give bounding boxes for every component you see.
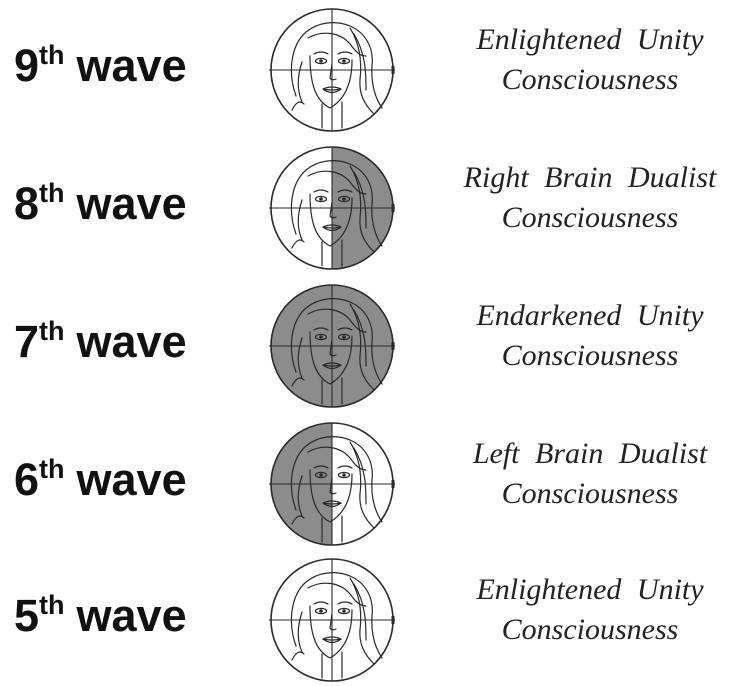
hair-outline [290,572,383,659]
eye [337,57,351,65]
hair-fringe [307,32,367,57]
hair-strand [349,303,375,391]
hair-outline [290,298,383,385]
hair-strand [353,33,367,91]
consciousness-description: Enlightened Unity Consciousness [476,573,704,646]
consciousness-description: Enlightened Unity Consciousness [476,23,704,96]
eyebrow [337,189,353,193]
hair-outline [290,436,383,523]
face-outline [309,331,353,385]
face-circle-icon [269,284,395,408]
pupil [319,59,323,63]
hair-strand [353,583,367,641]
eyebrow [313,327,329,331]
pupil [319,197,323,201]
hair-outline [290,22,383,109]
outer-circle [270,558,394,682]
hair-strand [297,611,303,653]
hair-curl [291,515,305,525]
hair-fringe [307,308,367,333]
hair-fringe [307,446,367,471]
outer-circle [270,8,394,132]
hair-strand [349,577,375,665]
pupil [319,609,323,613]
eyebrow [313,51,329,55]
face-circle-icon [269,146,395,270]
pupil [342,197,346,201]
eye [314,195,328,203]
face-outline [309,193,353,247]
eye [337,195,351,203]
consciousness-description: Endarkened Unity Consciousness [476,299,704,372]
pupil [342,335,346,339]
eyebrow [313,189,329,193]
pupil [342,609,346,613]
eyebrow [313,465,329,469]
hair-fringe [307,170,367,195]
face-outline [309,55,353,109]
outer-circle [270,422,394,546]
hair-strand [353,309,367,367]
pupil [342,473,346,477]
hair-outline [290,160,383,247]
eye [337,607,351,615]
hair-strand [297,337,303,379]
eyebrow [337,601,353,605]
eye [314,57,328,65]
eyebrow [337,327,353,331]
eye [314,471,328,479]
hair-strand [297,61,303,103]
face-circle-icon [269,558,395,682]
hair-curl [291,239,305,249]
eyebrow [337,51,353,55]
face-circle-icon [269,8,395,132]
eyebrow [337,465,353,469]
face-outline [309,605,353,659]
eye [314,333,328,341]
hair-strand [297,475,303,517]
hair-strand [353,447,367,505]
hair-strand [353,171,367,229]
face-circle-icon [269,422,395,546]
outer-circle [270,146,394,270]
consciousness-description: Left Brain Dualist Consciousness [472,437,708,510]
hair-curl [291,101,305,111]
pupil [319,335,323,339]
pupil [342,59,346,63]
pupil [319,473,323,477]
eye [314,607,328,615]
eye [337,471,351,479]
eyebrow [313,601,329,605]
hair-strand [349,165,375,253]
hair-fringe [307,582,367,607]
face-outline [309,469,353,523]
consciousness-description: Right Brain Dualist Consciousness [463,161,717,234]
hair-curl [291,377,305,387]
eye [337,333,351,341]
hair-strand [349,27,375,115]
hair-strand [349,441,375,529]
hair-strand [297,199,303,241]
hair-curl [291,651,305,661]
outer-circle [270,284,394,408]
